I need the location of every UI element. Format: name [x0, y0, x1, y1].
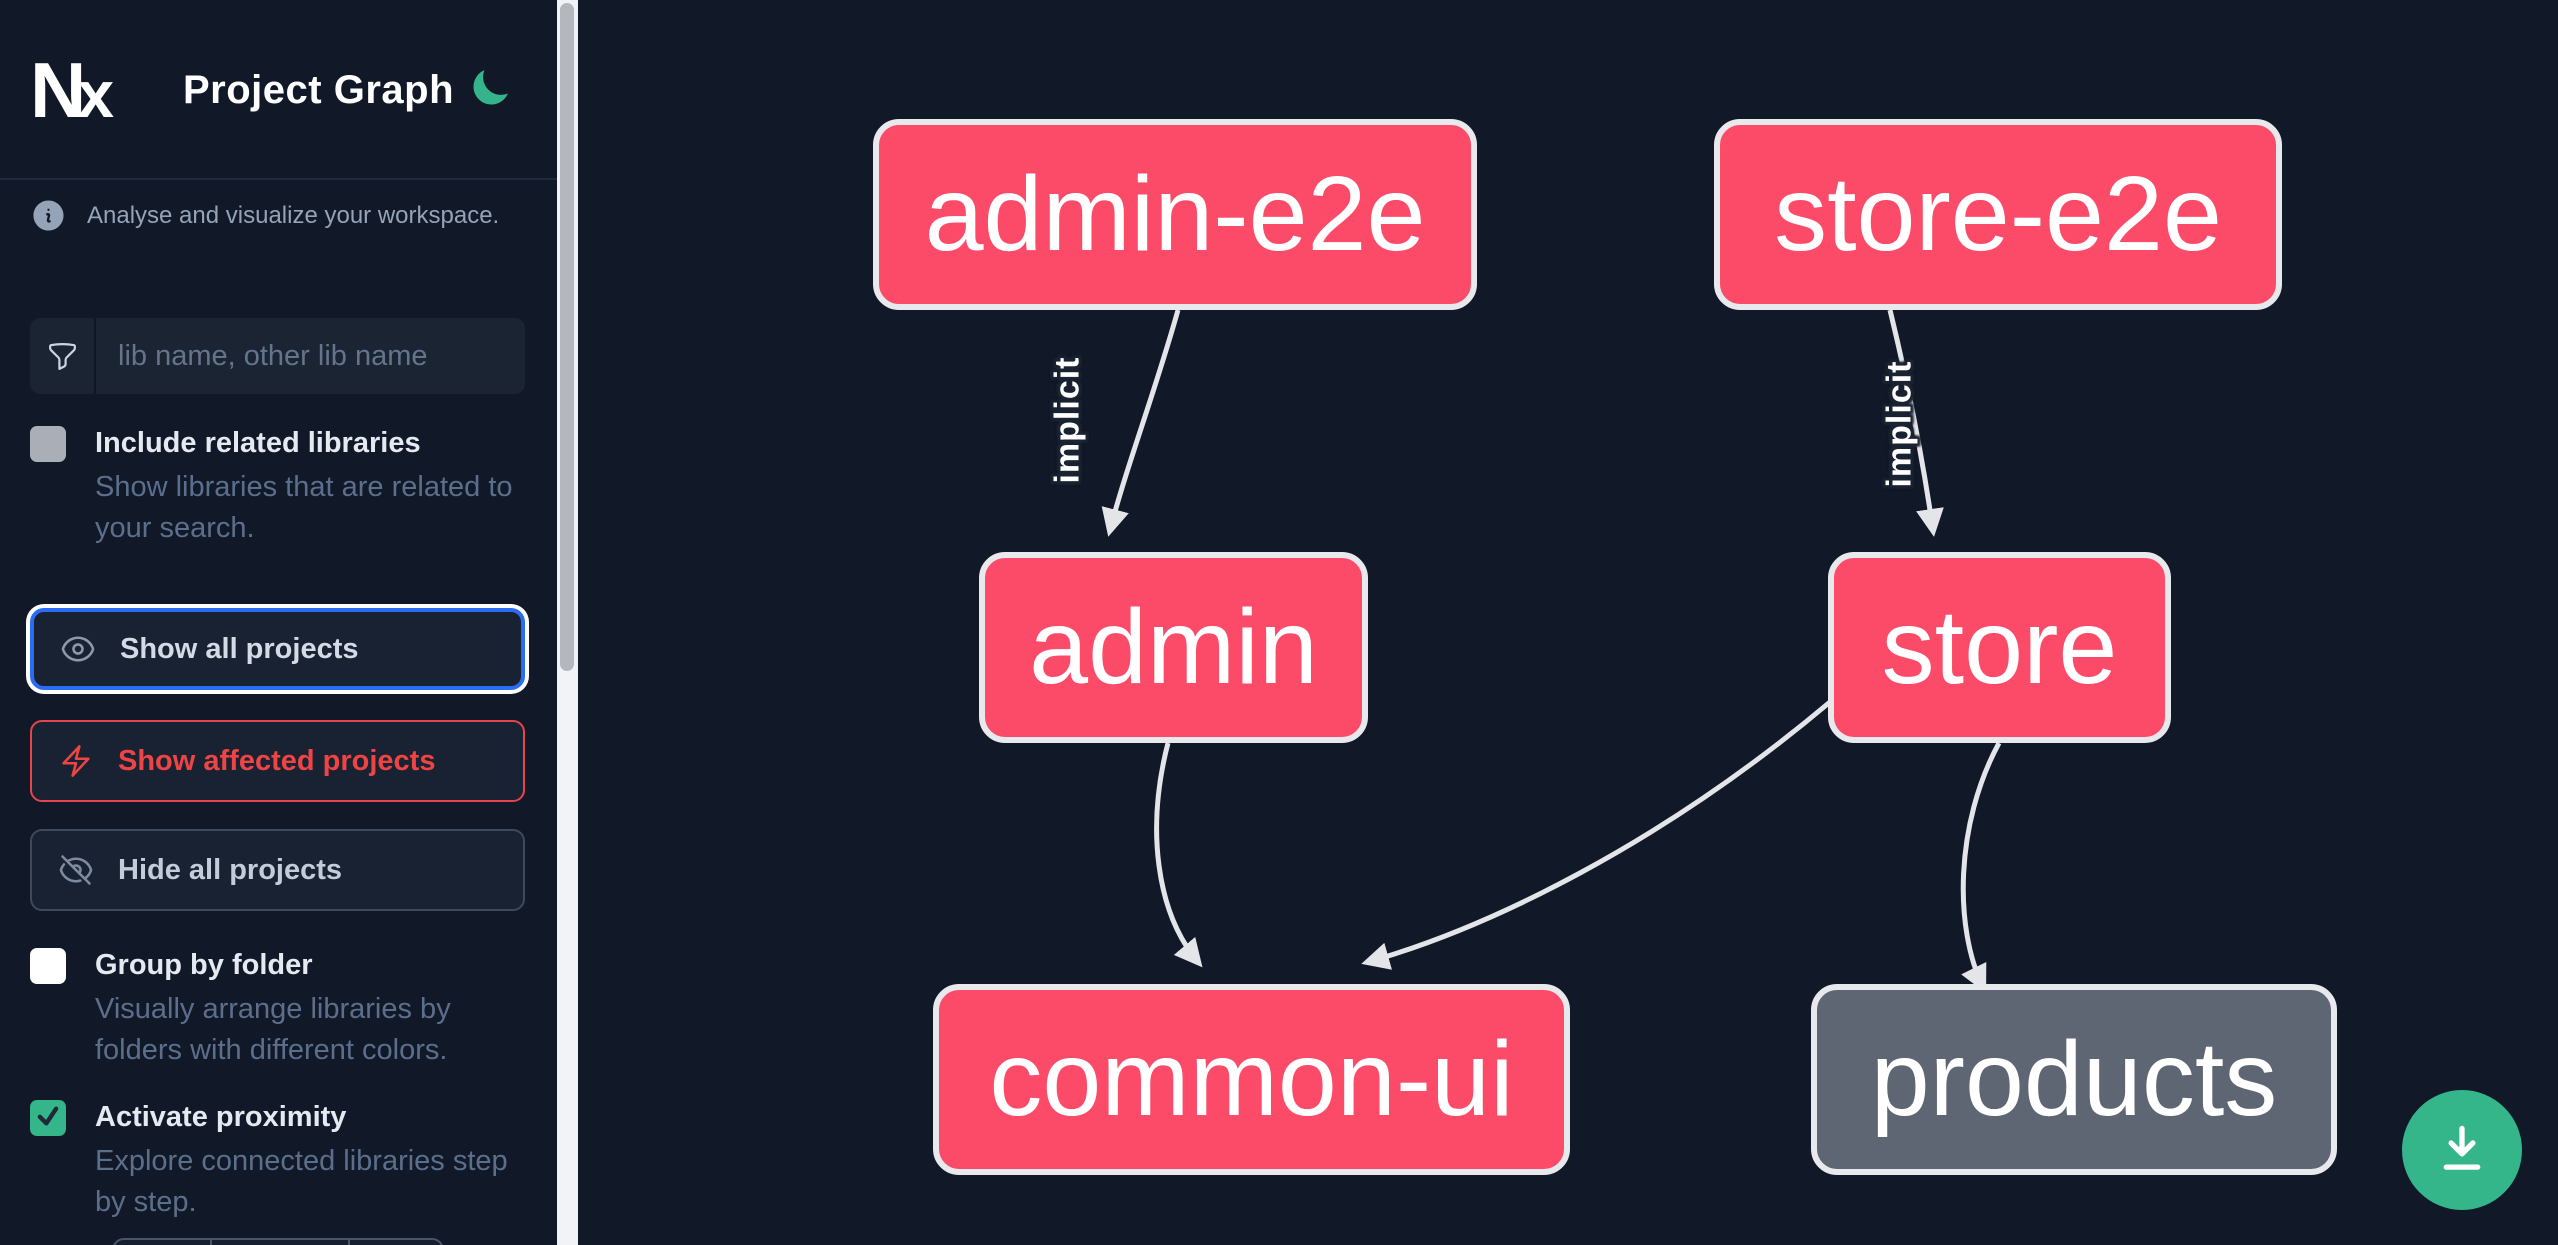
tagline-text: Analyse and visualize your workspace.: [87, 201, 500, 229]
checkbox-activate-proximity[interactable]: [30, 1100, 66, 1136]
hide-all-projects-button[interactable]: Hide all projects: [30, 829, 525, 911]
show-all-projects-button[interactable]: Show all projects: [30, 608, 525, 690]
edge-store-products: [1960, 741, 2002, 994]
toggle-label: Include related libraries: [95, 427, 421, 459]
bolt-icon: [58, 743, 94, 779]
node-admin[interactable]: admin: [979, 552, 1368, 743]
proximity-increment[interactable]: [350, 1240, 442, 1245]
page-title: Project Graph: [183, 68, 455, 112]
nx-logo: Nx: [30, 46, 114, 134]
workspace-tagline: Analyse and visualize your workspace.: [30, 197, 499, 234]
edge-admin-e2e-admin: [1101, 309, 1181, 537]
theme-toggle-button[interactable]: [468, 66, 512, 110]
toggle-description: Explore connected libraries step by step…: [95, 1145, 508, 1218]
search-box: [30, 318, 525, 394]
proximity-decrement[interactable]: [114, 1240, 212, 1245]
funnel-icon: [30, 318, 96, 394]
show-affected-projects-button[interactable]: Show affected projects: [30, 720, 525, 802]
search-input[interactable]: [96, 318, 525, 394]
edge-store-common-ui: [1361, 700, 1832, 970]
toggle-include-related[interactable]: Include related libraries Show libraries…: [30, 424, 530, 549]
check-icon: [35, 1103, 61, 1134]
info-icon: [30, 197, 67, 234]
toggle-group-by-folder[interactable]: Group by folder Visually arrange librari…: [30, 946, 530, 1071]
moon-icon: [468, 70, 512, 113]
sidebar-header: Nx Project Graph: [0, 0, 557, 180]
node-admin-e2e[interactable]: admin-e2e: [873, 119, 1477, 310]
toggle-description: Visually arrange libraries by folders wi…: [95, 993, 451, 1066]
eye-slash-icon: [58, 852, 94, 888]
sidebar: Nx Project Graph Analyse and visualize y…: [0, 0, 557, 1245]
node-common-ui[interactable]: common-ui: [933, 984, 1570, 1175]
node-products[interactable]: products: [1811, 984, 2337, 1175]
graph-canvas[interactable]: implicit implicit admin-e2e store-e2e ad…: [578, 0, 2558, 1245]
edge-label-implicit: implicit: [1048, 356, 1087, 484]
scrollbar-thumb[interactable]: [560, 3, 574, 671]
toggle-label: Group by folder: [95, 949, 313, 981]
download-graph-button[interactable]: [2402, 1090, 2522, 1210]
eye-icon: [60, 631, 96, 667]
download-icon: [2433, 1120, 2491, 1181]
toggle-activate-proximity[interactable]: Activate proximity Explore connected lib…: [30, 1098, 530, 1223]
graph-edges: [1101, 309, 2002, 994]
checkbox-include-related[interactable]: [30, 426, 66, 462]
edge-store-e2e-store: [1887, 309, 1944, 537]
node-store[interactable]: store: [1828, 552, 2171, 743]
button-label: Show affected projects: [118, 744, 436, 777]
node-store-e2e[interactable]: store-e2e: [1714, 119, 2282, 310]
button-label: Hide all projects: [118, 853, 343, 886]
button-label: Show all projects: [120, 632, 359, 665]
proximity-value: [212, 1240, 350, 1245]
edge-label-implicit: implicit: [1880, 360, 1919, 488]
checkbox-group-by-folder[interactable]: [30, 948, 66, 984]
edge-admin-common-ui: [1154, 742, 1203, 968]
toggle-description: Show libraries that are related to your …: [95, 471, 513, 544]
proximity-stepper[interactable]: [112, 1238, 444, 1245]
sidebar-scrollbar[interactable]: [557, 0, 578, 1245]
toggle-label: Activate proximity: [95, 1101, 347, 1133]
